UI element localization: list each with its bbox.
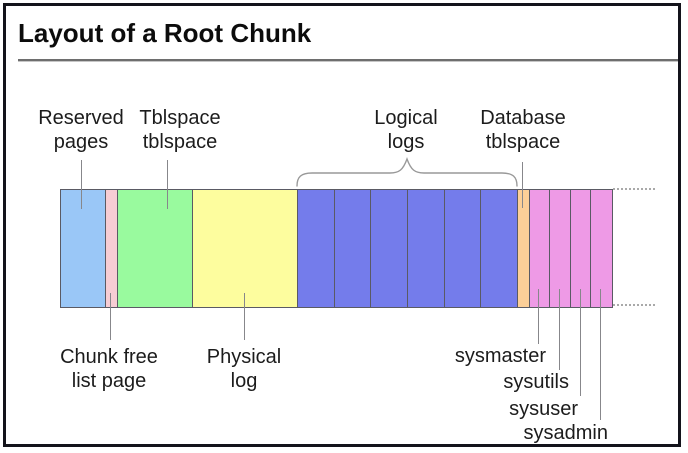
segment-sysadmin bbox=[591, 190, 612, 307]
chunk-continues-dotted-line-bottom bbox=[613, 304, 656, 306]
page-title: Layout of a Root Chunk bbox=[18, 18, 312, 48]
segment-logical-log-3 bbox=[371, 190, 409, 307]
label-line: Logical bbox=[374, 107, 438, 129]
leader-tblspace-tblspace bbox=[167, 160, 168, 209]
label-line: Tblspace bbox=[139, 107, 221, 129]
segment-chunk-free-list-page bbox=[106, 190, 118, 307]
segment-logical-log-6 bbox=[481, 190, 519, 307]
segment-logical-log-4 bbox=[408, 190, 445, 307]
label-line: pages bbox=[53, 131, 109, 153]
label-line: Chunk free bbox=[60, 346, 158, 368]
leader-sysutils bbox=[559, 289, 560, 370]
leader-chunk-free-list-page bbox=[110, 293, 111, 340]
title-underline bbox=[18, 59, 678, 62]
segment-sysutils bbox=[550, 190, 571, 307]
label-line: Physical bbox=[206, 346, 282, 368]
segment-logical-log-5 bbox=[444, 190, 482, 307]
segment-tblspace-tblspace bbox=[118, 190, 193, 307]
label-line: Database bbox=[480, 107, 566, 129]
label-sysmaster: sysmaster bbox=[455, 344, 546, 368]
label-line: sysuser bbox=[509, 398, 578, 420]
leader-physical-log bbox=[244, 293, 245, 340]
label-sysutils: sysutils bbox=[503, 370, 569, 394]
label-line: sysutils bbox=[503, 371, 569, 393]
label-sysuser: sysuser bbox=[509, 397, 578, 421]
segment-reserved-pages bbox=[61, 190, 106, 307]
chunk-continues-dotted-line-top bbox=[613, 188, 656, 190]
label-line: list page bbox=[71, 370, 147, 392]
label-line: tblspace bbox=[142, 131, 218, 153]
segment-logical-log-1 bbox=[298, 190, 335, 307]
label-line: Reserved bbox=[38, 107, 124, 129]
label-sysadmin: sysadmin bbox=[524, 421, 608, 445]
leader-sysadmin bbox=[600, 289, 601, 420]
segment-database-tblspace bbox=[518, 190, 530, 307]
label-line: logs bbox=[387, 131, 425, 153]
segment-sysuser bbox=[570, 190, 592, 307]
logical-logs-brace-icon bbox=[296, 156, 518, 187]
label-line: sysmaster bbox=[454, 345, 546, 367]
leader-reserved-pages bbox=[81, 160, 82, 209]
label-line: sysadmin bbox=[523, 422, 608, 444]
leader-database-tblspace bbox=[522, 162, 523, 208]
segment-physical-log bbox=[193, 190, 298, 307]
segment-sysmaster bbox=[529, 190, 551, 307]
label-line: log bbox=[230, 370, 258, 392]
label-line: tblspace bbox=[485, 131, 561, 153]
leader-sysmaster bbox=[538, 289, 539, 344]
leader-sysuser bbox=[580, 289, 581, 396]
root-chunk-bar bbox=[60, 189, 613, 308]
segment-logical-log-2 bbox=[334, 190, 372, 307]
